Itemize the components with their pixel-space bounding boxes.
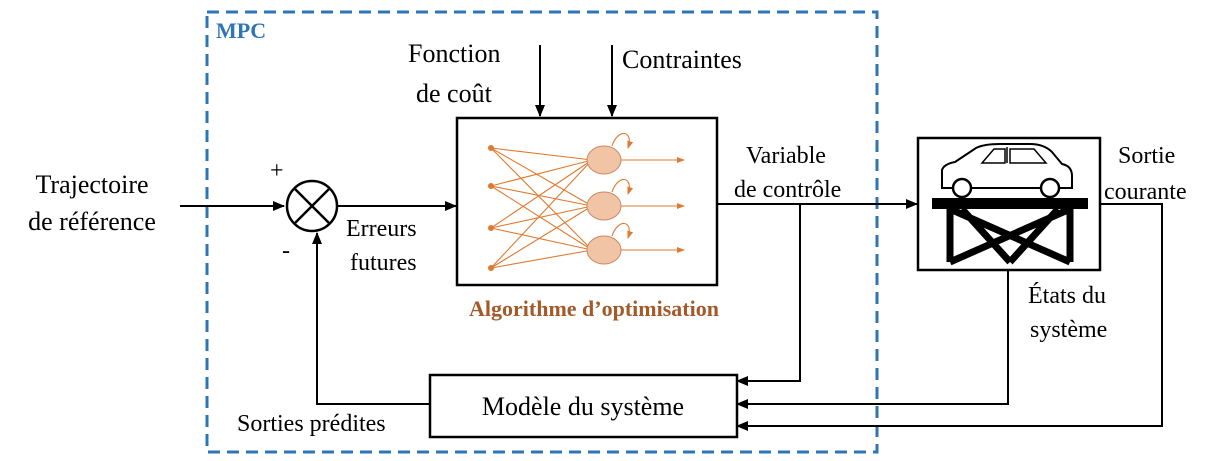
cost-function-label-line2: de coût [416,79,493,108]
current-output-line1: Sortie [1118,143,1175,169]
system-states-line2: système [1030,317,1107,343]
control-to-model-line [736,204,801,386]
neural-network-icon [488,132,685,271]
control-variable-line2: de contrôle [734,177,841,203]
system-model-box [428,373,739,439]
errors-label-line2: futures [350,250,417,276]
mpc-boundary [205,10,879,454]
minus-sign: - [282,238,290,264]
reference-label-line2: de référence [28,207,156,236]
errors-label-line1: Erreurs [346,216,417,242]
predicted-outputs-label: Sorties prédites [237,411,386,437]
states-feedback-line [736,270,1009,409]
reference-label-line1: Trajectoire [35,170,148,199]
control-variable-line1: Variable [746,143,826,169]
cost-function-label-line1: Fonction [408,39,500,68]
summing-junction [285,179,339,233]
plus-sign: + [270,158,284,184]
mpc-title: MPC [216,18,266,43]
predicted-outputs-line [312,232,430,405]
optimizer-box [455,116,719,287]
system-states-line1: États du [1028,283,1106,309]
optimizer-title: Algorithme d’optimisation [469,296,719,321]
system-model-label: Modèle du système [482,392,684,421]
current-output-line2: courante [1104,179,1187,205]
car-on-lift-icon [932,143,1088,266]
constraints-label: Contraintes [622,45,742,74]
output-feedback-line [736,203,1163,431]
